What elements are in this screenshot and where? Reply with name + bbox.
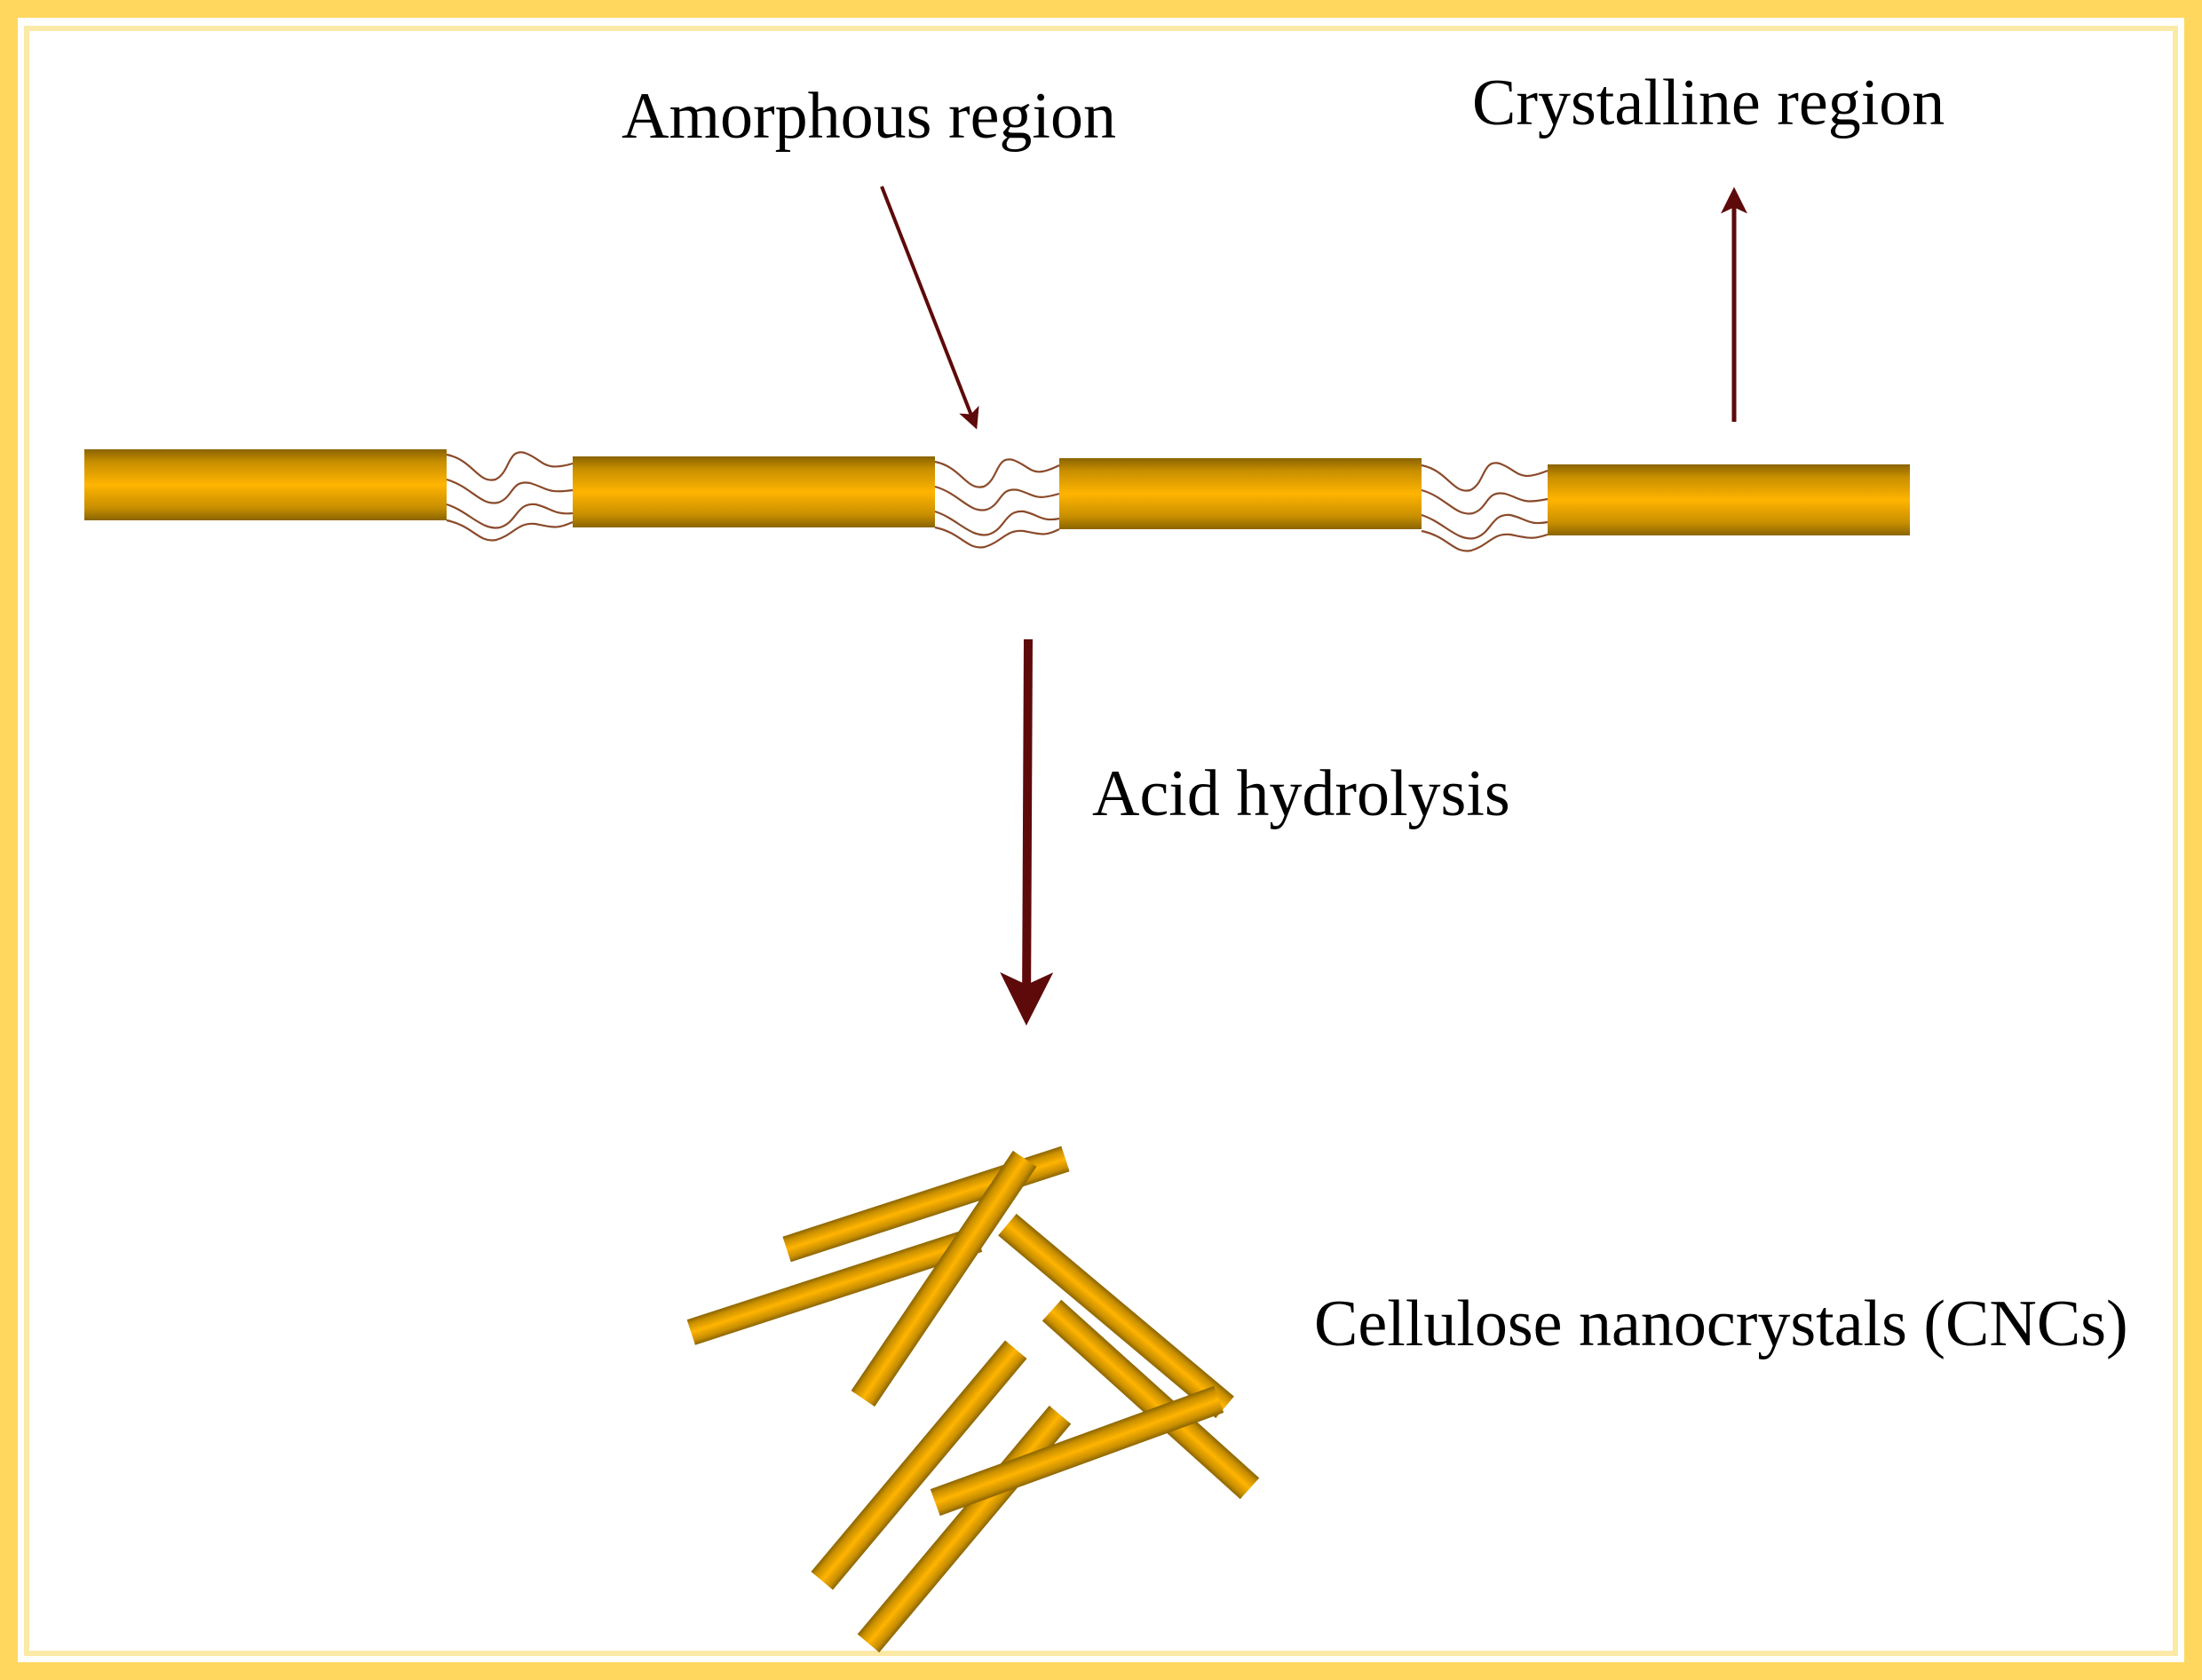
amorphous-segment <box>934 458 1060 549</box>
nanocrystal-cluster <box>686 1145 1260 1652</box>
crystalline-segment <box>573 456 935 527</box>
crystalline-region-label: Crystalline region <box>1472 67 1945 139</box>
nanocrystal-rod <box>930 1385 1224 1517</box>
cnc-label: Cellulose nanocrystals (CNCs) <box>1314 1288 2128 1360</box>
inner-frame <box>24 26 2178 1656</box>
amorphous-pointer-arrow <box>880 186 979 430</box>
amorphous-segment <box>446 451 574 542</box>
amorphous-segment <box>1421 462 1549 552</box>
nanocrystal-rod <box>998 1213 1234 1419</box>
acid-hydrolysis-label: Acid hydrolysis <box>1092 757 1510 830</box>
nanocrystal-rod <box>811 1340 1027 1590</box>
amorphous-region-label: Amorphous region <box>622 80 1116 153</box>
crystalline-segment <box>84 449 447 520</box>
nanocrystal-rod <box>1042 1299 1260 1500</box>
cellulose-fibril <box>84 449 1910 552</box>
nanocrystal-rod <box>857 1406 1072 1652</box>
crystalline-segment <box>1548 464 1910 535</box>
hydrolysis-arrow <box>1000 638 1054 1026</box>
crystalline-segment <box>1059 458 1422 529</box>
nanocrystal-rod <box>686 1226 983 1345</box>
nanocrystal-rod <box>851 1150 1037 1407</box>
